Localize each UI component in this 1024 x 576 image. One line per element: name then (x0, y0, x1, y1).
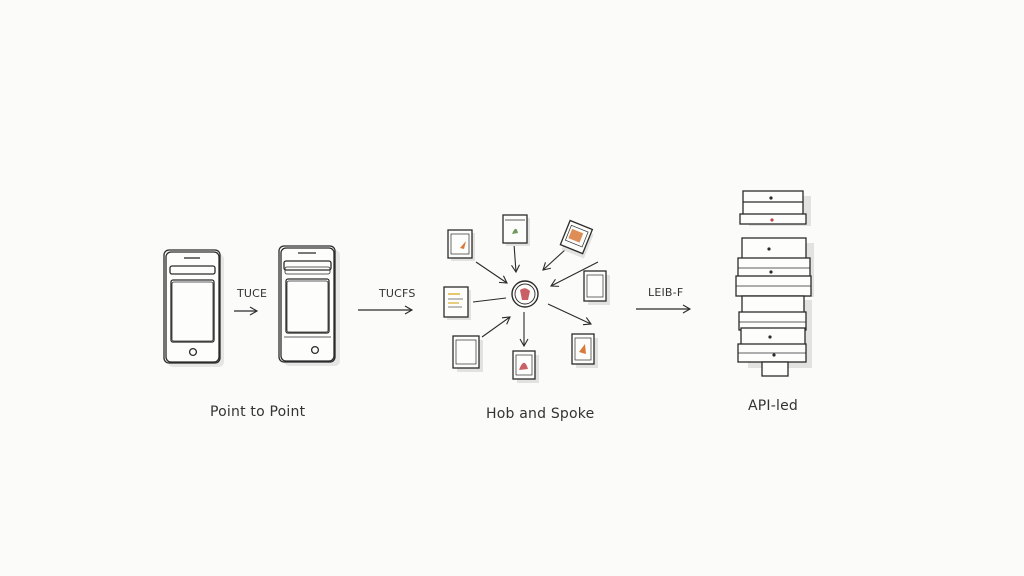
arrow-label-second: TUCFS (379, 287, 416, 300)
caption-api-led: API-led (748, 398, 798, 414)
api-layer-bottom (737, 295, 812, 377)
phone-device-right (278, 245, 340, 366)
arrow-label-third: LEIB-F (648, 286, 684, 299)
hub-node (511, 280, 539, 308)
spoke-card-bottom-left (452, 335, 483, 372)
spoke-card-top-left (447, 229, 475, 261)
spoke-card-top (502, 214, 530, 246)
caption-point-to-point: Point to Point (210, 404, 306, 420)
spoke-card-top-right (559, 219, 594, 259)
spoke-card-bottom (512, 350, 539, 383)
spoke-card-bottom-right (571, 333, 598, 368)
spoke-card-left (443, 286, 471, 320)
api-layer-stack (735, 190, 814, 377)
api-layer-middle (735, 237, 814, 297)
spoke-card-right (583, 270, 610, 305)
spoke-lines (472, 243, 599, 348)
phone-device-left (163, 249, 224, 367)
api-layer-top (739, 190, 811, 226)
arrow-label-first: TUCE (237, 287, 268, 300)
caption-hub-and-spoke: Hob and Spoke (486, 406, 595, 422)
